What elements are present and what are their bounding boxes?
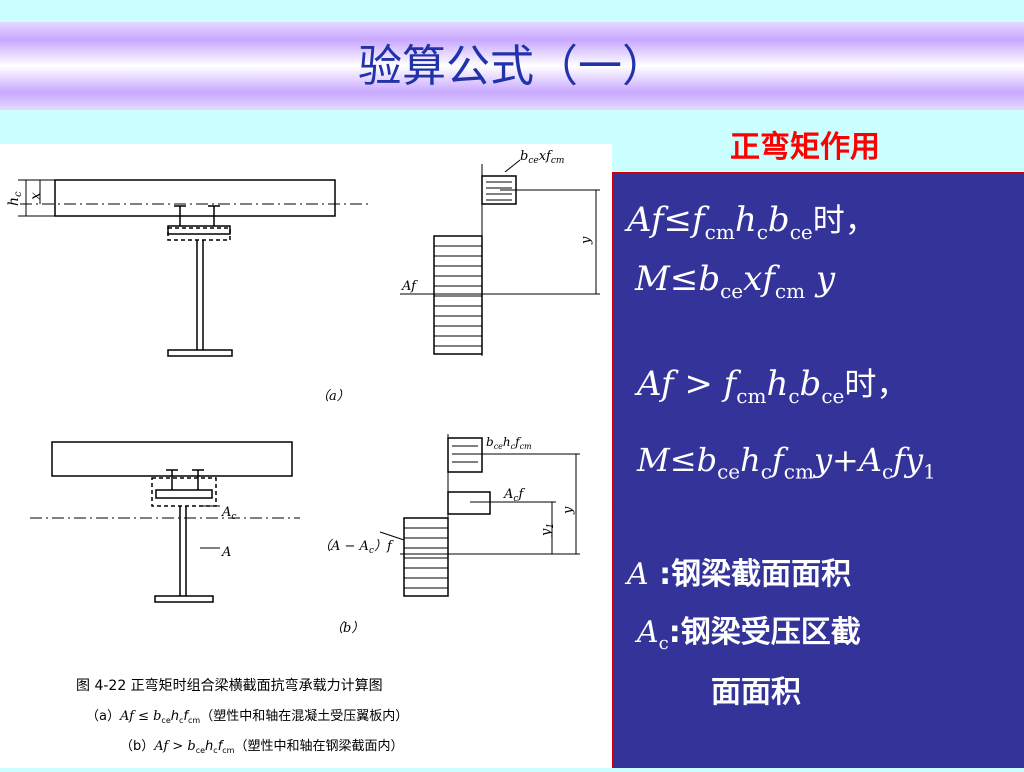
label-A-minus-Ac-f: （A − Ac）f [318, 538, 394, 556]
label-y1: y1 [539, 523, 556, 537]
figure-caption-3: （b）Af > bcehcfcm（塑性中和轴在钢梁截面内） [120, 738, 404, 755]
label-Ac-f: Acf [503, 487, 525, 504]
label-y-b: y [561, 506, 576, 515]
formula-panel: Af≤fcmhcbce时， M≤bcexfcm y Af > fcmhcbce时… [612, 172, 1024, 768]
slide-subtitle: 正弯矩作用 [730, 130, 880, 165]
slab-a [54, 179, 336, 217]
formula-case2-condition: Af > fcmhcbce时， [637, 364, 909, 408]
label-x: x [28, 192, 44, 200]
formula-case1-condition: Af≤fcmhcbce时， [627, 200, 877, 244]
label-y-a: y [579, 236, 594, 245]
label-bce-hc-fcm: bcehcfcm [486, 435, 532, 451]
formula-case1-moment: M≤bcexfcm y [635, 259, 836, 303]
panel-divider-1 [613, 325, 1024, 326]
figure-drawing: hc x bcexfcm y Af （a） bcehcfcm Acf Ac A … [6, 149, 600, 755]
label-A: A [221, 545, 231, 560]
figure-caption-2: （a）Af ≤ bcehcfcm（塑性中和轴在混凝土受压翼板内） [86, 708, 408, 725]
label-a: （a） [316, 388, 350, 404]
label-bce-x-fcm: bcexfcm [520, 149, 564, 166]
figure-caption-1: 图 4-22 正弯矩时组合梁横截面抗弯承载力计算图 [76, 677, 383, 694]
figure-image: hc x bcexfcm y Af （a） bcehcfcm Acf Ac A … [0, 144, 612, 768]
formula-case2-moment: M≤bcehcfcmy+Acfy1 [637, 441, 936, 484]
label-Af: Af [401, 279, 418, 294]
note-Ac-continued: 面面积 [711, 675, 801, 710]
slide-title: 验算公式（一） [358, 41, 666, 92]
label-Ac: Ac [221, 505, 236, 522]
label-hc: hc [6, 191, 24, 206]
note-Ac: Ac:钢梁受压区截 [637, 615, 861, 654]
panel-divider-2 [613, 507, 1024, 508]
note-A: A :钢梁截面面积 [627, 557, 852, 592]
title-banner [0, 22, 1024, 110]
label-b: （b） [330, 620, 364, 636]
